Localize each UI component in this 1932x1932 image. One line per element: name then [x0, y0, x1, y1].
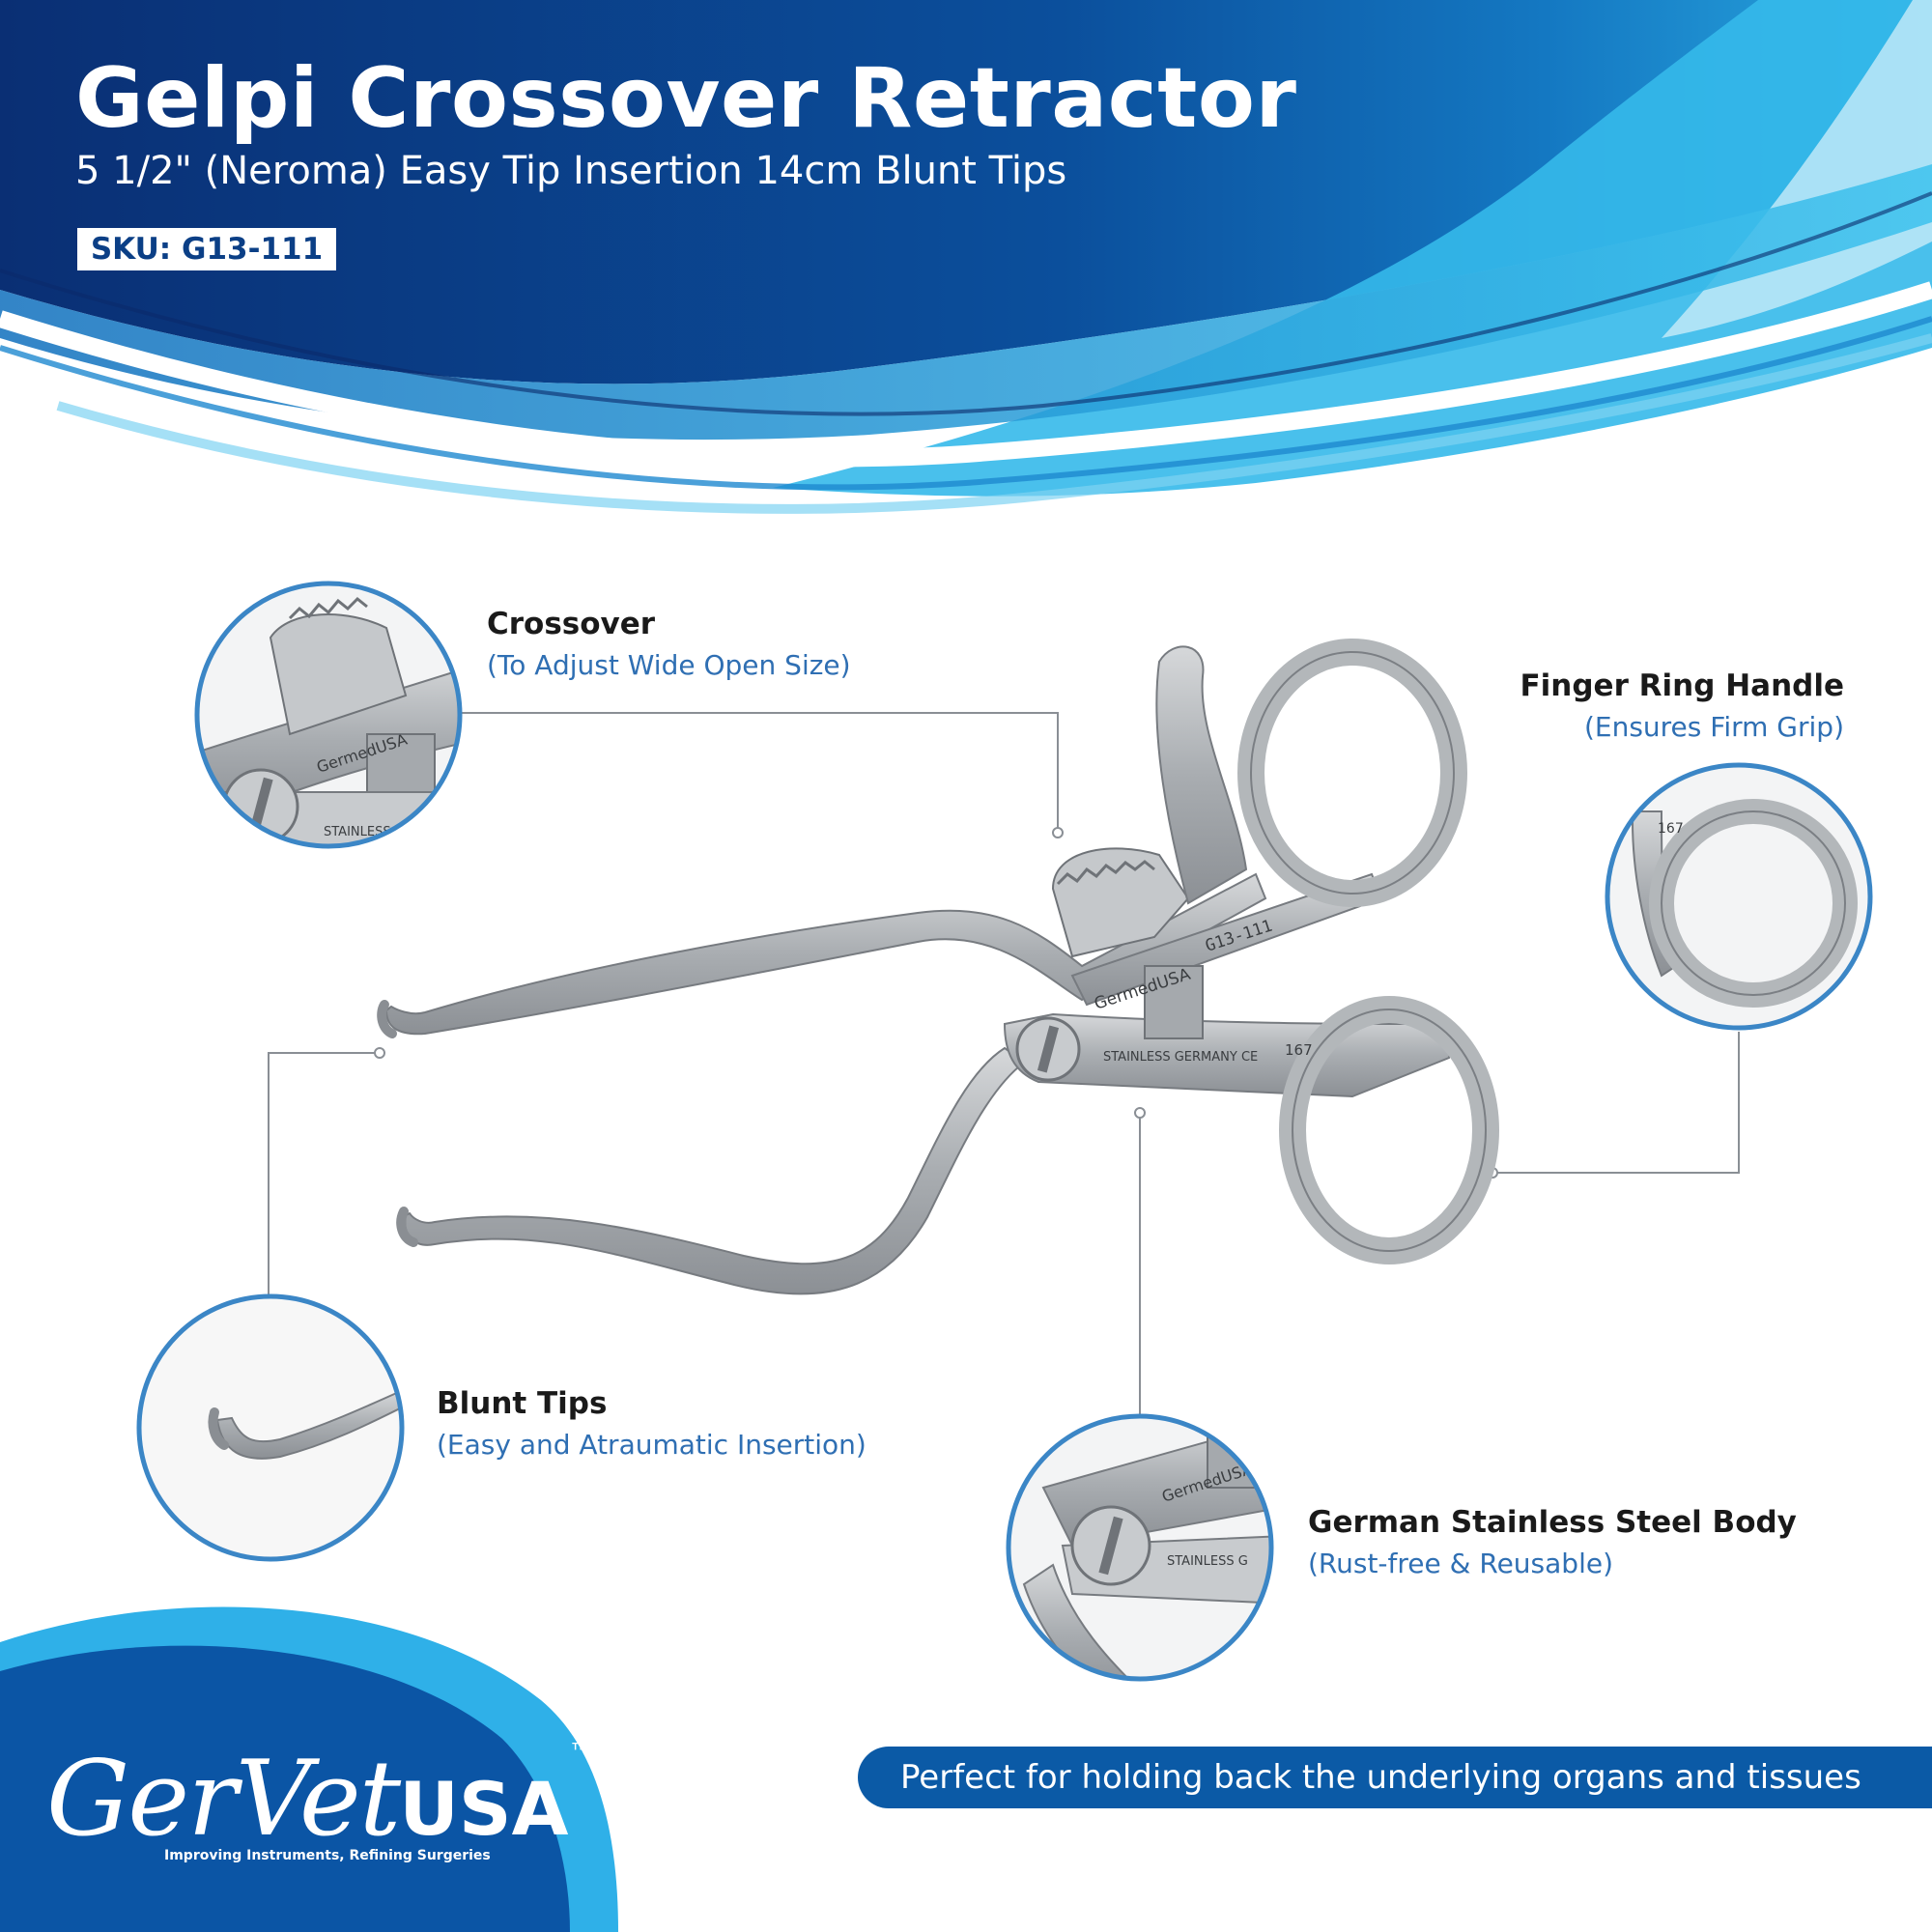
logo-tagline: Improving Instruments, Refining Surgerie… [164, 1848, 491, 1863]
logo-usa: USA [399, 1766, 569, 1852]
zoom-engraving-number: 167 [1658, 821, 1684, 837]
header-wave [0, 0, 1932, 514]
zoom-blunt-tip [136, 1293, 405, 1562]
zoom-steel-body: GermedUSA STAINLESS G [1006, 1413, 1274, 1682]
retractor-image: GermedUSA G13-111 STAINLESS GERMANY CE 1… [377, 639, 1499, 1295]
feature-steel-body-label: German Stainless Steel Body [1308, 1505, 1797, 1540]
logo-tm: ™ [568, 1739, 594, 1768]
engraving-number: 167 [1285, 1041, 1313, 1059]
feature-blunt-tips-label: Blunt Tips [437, 1386, 608, 1421]
product-subtitle: 5 1/2" (Neroma) Easy Tip Insertion 14cm … [75, 149, 1067, 193]
zoom2-engraving-stamp: STAINLESS G [1167, 1554, 1248, 1569]
feature-crossover-label: Crossover [487, 607, 656, 641]
zoom-crossover: GermedUSA STAINLESS G [194, 581, 463, 849]
tagline-banner: Perfect for holding back the underlying … [858, 1747, 1932, 1808]
product-title: Gelpi Crossover Retractor [75, 50, 1297, 147]
callout-connectors [268, 712, 1740, 1416]
brand-logo: GerVetUSA™ [46, 1739, 594, 1860]
logo-script: GerVet [46, 1739, 401, 1860]
feature-blunt-tips-desc: (Easy and Atraumatic Insertion) [437, 1429, 867, 1461]
feature-steel-body-desc: (Rust-free & Reusable) [1308, 1548, 1613, 1579]
feature-finger-ring-desc: (Ensures Firm Grip) [1583, 711, 1844, 743]
zoom-finger-ring: 167 [1605, 762, 1873, 1031]
sku-badge: SKU: G13-111 [77, 228, 336, 270]
feature-crossover-desc: (To Adjust Wide Open Size) [487, 649, 851, 681]
engraving-stamp: STAINLESS GERMANY CE [1103, 1050, 1258, 1065]
feature-finger-ring-label: Finger Ring Handle [1520, 668, 1845, 703]
logo-wave [0, 1606, 618, 1932]
